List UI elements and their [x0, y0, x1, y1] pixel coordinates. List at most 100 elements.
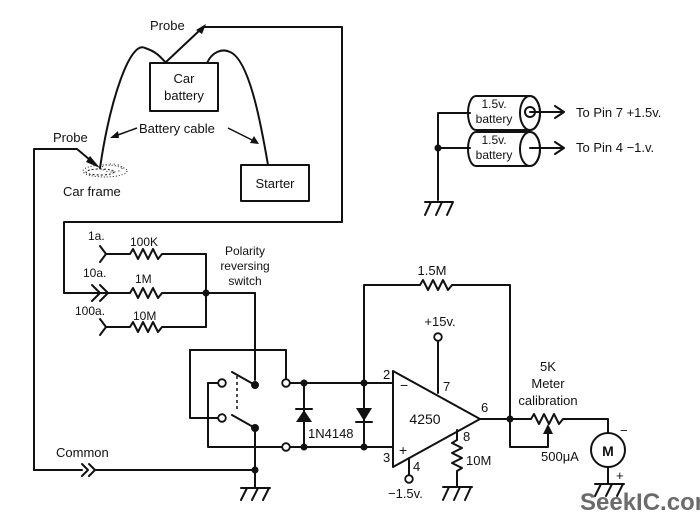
cable-arrow-right-head-icon: [250, 136, 259, 144]
cable-arrow-right: [227, 127, 253, 141]
diode-label: 1N4148: [308, 426, 354, 441]
switch-contact: [217, 378, 227, 388]
switch-blade-top: [231, 371, 256, 386]
input-protection: 1N4148: [289, 379, 393, 451]
resistor-1m: [107, 287, 256, 381]
battery-2-label-2: battery: [476, 148, 513, 162]
r-10m-bias-label: 10M: [466, 453, 491, 468]
switch-cross-wire-bottom: [207, 382, 287, 448]
opamp-4250: 1.5M 4250 − + 2 3 +15v. 7 4 −1.5v. 8 10M…: [363, 263, 514, 501]
battery-cable-label: Battery cable: [139, 121, 215, 136]
supply-terminal: [433, 332, 443, 342]
cable-arrow-left-head-icon: [110, 131, 119, 138]
opamp-triangle: [392, 370, 481, 468]
ground-icon: [594, 483, 625, 497]
car-battery-box: [149, 62, 219, 112]
car-frame-label: Car frame: [63, 184, 121, 199]
pin-6-label: 6: [481, 400, 488, 415]
junction-dot: [434, 144, 442, 152]
inverting-sign: −: [400, 377, 408, 393]
supply-terminal: [404, 474, 414, 484]
junction-dot: [251, 466, 259, 474]
meter-section: 5K Meter calibration M − + 500μA: [509, 359, 628, 497]
probe-left-label: Probe: [53, 130, 88, 145]
polarity-label-3: switch: [228, 274, 261, 288]
polarity-label-2: reversing: [220, 259, 269, 273]
r-10m-range-label: 10M: [133, 309, 156, 323]
starter-box: [240, 164, 310, 202]
pot-wiper-wire: [509, 418, 549, 448]
common-jack-icon[interactable]: [81, 463, 96, 477]
diode-1-icon: [296, 410, 312, 422]
pin-4-label: 4: [413, 459, 420, 474]
switch-contact: [281, 442, 291, 452]
meter-label: M: [602, 443, 614, 459]
car-battery-label-1: Car: [174, 71, 196, 86]
switch-contact: [217, 413, 227, 423]
battery-1-label-1: 1.5v.: [481, 97, 506, 111]
probe-lead-wire: [63, 26, 343, 294]
polarity-label-1: Polarity: [225, 244, 265, 258]
meter-minus-label: −: [620, 423, 628, 438]
battery-2-label-1: 1.5v.: [481, 133, 506, 147]
switch-contact: [281, 378, 291, 388]
ground-icon: [424, 201, 454, 216]
resistor-10m-range: [105, 321, 207, 333]
top-probe-wire: [165, 29, 201, 63]
common-probe-wire: [33, 148, 97, 471]
opamp-label: 4250: [409, 411, 440, 427]
range-100a-label: 100a.: [75, 304, 105, 318]
pin-3-label: 3: [383, 450, 390, 465]
diode-2-icon: [356, 408, 372, 421]
pot-value-label: 5K: [540, 359, 556, 374]
cable-arrow-left: [114, 127, 138, 137]
common-input: Common: [33, 445, 271, 501]
switch-cross-wire-top: [189, 349, 287, 384]
starter-label: Starter: [255, 176, 295, 191]
switch-cross-wire-left: [189, 349, 221, 419]
watermark: SeekIC.com: [580, 489, 700, 516]
car-battery-label-2: battery: [164, 88, 204, 103]
ground-icon: [240, 487, 271, 501]
probe-top-label: Probe: [150, 18, 185, 33]
resistor-100k: [105, 248, 207, 328]
r-100k-label: 100K: [130, 235, 158, 249]
feedback-resistor-label: 1.5M: [418, 263, 447, 278]
aux-battery-section: 1.5v. battery To Pin 7 +1.5v. 1.5v. batt…: [424, 95, 661, 216]
range-selector: 1a. 10a. 100a. 100K 1M 10M Polarity reve…: [63, 229, 270, 381]
junction-dot: [202, 289, 210, 297]
range-1a-label: 1a.: [88, 229, 105, 243]
r-1m-label: 1M: [135, 272, 152, 286]
car-frame-icon: [82, 163, 128, 178]
pin-7-label: 7: [443, 379, 450, 394]
top-probe-tip-icon: [196, 24, 206, 34]
battery-cable-right: [206, 49, 269, 166]
pot-label-2: calibration: [518, 393, 577, 408]
meter-range-label: 500μA: [541, 449, 579, 464]
to-pin7-arrow-icon: [554, 105, 565, 119]
range-10a-label: 10a.: [83, 266, 106, 280]
supply-pos-label: +15v.: [424, 314, 455, 329]
battery-cable-left: [99, 46, 167, 169]
feedback-resistor: [363, 279, 511, 420]
switch-pivot: [251, 381, 259, 389]
aux-batt-wire-1: [437, 112, 471, 201]
left-probe-tip-icon: [86, 156, 100, 168]
resistor-10m-bias: [451, 429, 463, 488]
meter-plus-label: +: [616, 468, 624, 483]
to-pin7-label: To Pin 7 +1.5v.: [576, 105, 661, 120]
ground-icon: [442, 486, 473, 501]
pot-label-1: Meter: [531, 376, 565, 391]
noninverting-sign: +: [399, 442, 407, 458]
common-label: Common: [56, 445, 109, 460]
to-pin4-arrow-icon: [554, 141, 565, 155]
calibration-pot[interactable]: [509, 413, 609, 434]
supply-neg-label: −1.5v.: [388, 486, 423, 501]
polarity-reversing-switch[interactable]: [189, 292, 291, 489]
pin-8-label: 8: [463, 429, 470, 444]
battery-1-label-2: battery: [476, 112, 513, 126]
switch-blade-bottom: [231, 414, 256, 429]
pin-2-label: 2: [383, 367, 390, 382]
to-pin4-label: To Pin 4 −1.v.: [576, 140, 654, 155]
